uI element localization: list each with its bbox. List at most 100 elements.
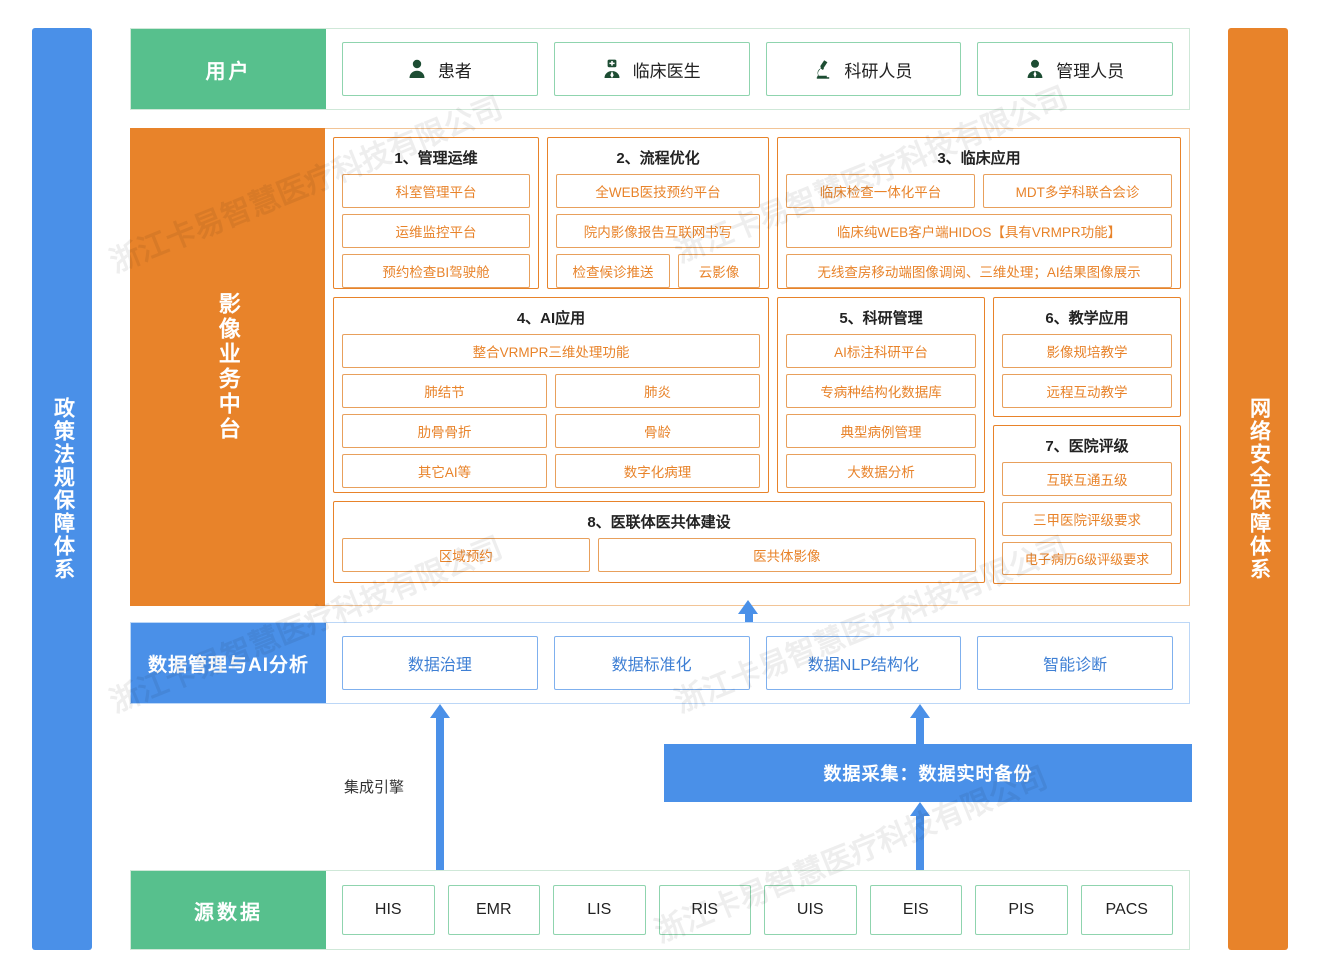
cell-row: 科室管理平台 xyxy=(342,174,530,208)
collection-arrow-shaft-lower xyxy=(916,816,924,870)
platform-cell[interactable]: 电子病历6级评级要求 xyxy=(1002,542,1172,575)
platform-cell[interactable]: 院内影像报告互联网书写 xyxy=(556,214,760,248)
main-column: 用户 患者 临床医生 xyxy=(130,28,1192,950)
platform-cell[interactable]: 专病种结构化数据库 xyxy=(786,374,976,408)
platform-cell[interactable]: 整合VRMPR三维处理功能 xyxy=(342,334,760,368)
imaging-platform-label: 影像业务中台 xyxy=(130,128,325,606)
collection-arrow-head-upper-icon xyxy=(910,704,930,718)
platform-cell[interactable]: 三甲医院评级要求 xyxy=(1002,502,1172,536)
cell-row: 全WEB医技预约平台 xyxy=(556,174,760,208)
group-hospital-rating: 7、医院评级 互联互通五级 三甲医院评级要求 电子病历6级评级要求 xyxy=(993,425,1181,584)
group-title: 8、医联体医共体建设 xyxy=(587,514,731,531)
user-band-label: 用户 xyxy=(131,29,326,109)
group-research-management: 5、科研管理 AI标注科研平台 专病种结构化数据库 典型病例管理 大数据分析 xyxy=(777,297,985,493)
user-chip-label: 管理人员 xyxy=(1056,61,1125,81)
platform-cell[interactable]: 肺结节 xyxy=(342,374,547,408)
platform-cell[interactable]: 数字化病理 xyxy=(555,454,760,488)
source-chip-uis[interactable]: UIS xyxy=(764,885,857,935)
platform-row-b: 4、AI应用 整合VRMPR三维处理功能 肺结节 肺炎 肋骨骨折 骨龄 xyxy=(333,297,1181,584)
group-ai-application: 4、AI应用 整合VRMPR三维处理功能 肺结节 肺炎 肋骨骨折 骨龄 xyxy=(333,297,769,493)
cell-row: 肋骨骨折 骨龄 xyxy=(342,414,760,448)
source-chip-lis[interactable]: LIS xyxy=(553,885,646,935)
arrow-shaft xyxy=(745,612,753,624)
group-process-optimization: 2、流程优化 全WEB医技预约平台 院内影像报告互联网书写 检查候诊推送 云影像 xyxy=(547,137,769,289)
platform-cell[interactable]: 无线查房移动端图像调阅、三维处理；AI结果图像展示 xyxy=(786,254,1172,288)
user-chip-patient[interactable]: 患者 xyxy=(342,42,538,96)
platform-cell[interactable]: 远程互动教学 xyxy=(1002,374,1172,408)
platform-cell[interactable]: 大数据分析 xyxy=(786,454,976,488)
row-c-spacer xyxy=(993,501,1181,583)
platform-cell[interactable]: 骨龄 xyxy=(555,414,760,448)
collection-arrow-shaft-upper xyxy=(916,718,924,744)
cell-row: 专病种结构化数据库 xyxy=(786,374,976,408)
platform-cell[interactable]: 肋骨骨折 xyxy=(342,414,547,448)
source-chip-eis[interactable]: EIS xyxy=(869,885,962,935)
data-chip-governance[interactable]: 数据治理 xyxy=(342,636,538,690)
cell-row: 肺结节 肺炎 xyxy=(342,374,760,408)
platform-cell[interactable]: 肺炎 xyxy=(555,374,760,408)
platform-cell[interactable]: 预约检查BI驾驶舱 xyxy=(342,254,530,288)
cell-row: 临床纯WEB客户端HIDOS【具有VRMPR功能】 xyxy=(786,214,1172,248)
platform-cell[interactable]: MDT多学科联合会诊 xyxy=(983,174,1172,208)
cell-row: 预约检查BI驾驶舱 xyxy=(342,254,530,288)
cell-row: 院内影像报告互联网书写 xyxy=(556,214,760,248)
platform-cell[interactable]: 临床纯WEB客户端HIDOS【具有VRMPR功能】 xyxy=(786,214,1172,248)
cell-row: 区域预约 医共体影像 xyxy=(342,538,976,572)
platform-cell[interactable]: 科室管理平台 xyxy=(342,174,530,208)
user-band-body: 患者 临床医生 科研人员 xyxy=(326,29,1189,109)
integration-arrow-shaft xyxy=(436,718,444,870)
cell-row: 其它AI等 数字化病理 xyxy=(342,454,760,488)
policy-framework-sidebar: 政策法规保障体系 xyxy=(32,28,92,950)
imaging-platform-body: 1、管理运维 科室管理平台 运维监控平台 预约检查BI驾驶舱 2、流程优化 xyxy=(325,128,1190,606)
source-chip-pacs[interactable]: PACS xyxy=(1080,885,1173,935)
platform-cell[interactable]: 云影像 xyxy=(678,254,760,288)
imaging-platform-label-text: 影像业务中台 xyxy=(215,292,241,442)
platform-cell[interactable]: 临床检查一体化平台 xyxy=(786,174,975,208)
user-chip-administrator[interactable]: 管理人员 xyxy=(977,42,1173,96)
group-title: 6、教学应用 xyxy=(1045,310,1129,327)
cell-row: 检查候诊推送 云影像 xyxy=(556,254,760,288)
data-management-body: 数据治理 数据标准化 数据NLP结构化 智能诊断 xyxy=(326,623,1189,703)
platform-cell[interactable]: 检查候诊推送 xyxy=(556,254,670,288)
user-band: 用户 患者 临床医生 xyxy=(130,28,1190,110)
integration-arrow-head-icon xyxy=(430,704,450,718)
microscope-icon xyxy=(814,59,832,79)
cell-row: 临床检查一体化平台 MDT多学科联合会诊 xyxy=(786,174,1172,208)
platform-cell[interactable]: 典型病例管理 xyxy=(786,414,976,448)
platform-cell[interactable]: AI标注科研平台 xyxy=(786,334,976,368)
source-chip-his[interactable]: HIS xyxy=(342,885,435,935)
platform-cell[interactable]: 医共体影像 xyxy=(597,538,976,572)
platform-cell[interactable]: 互联互通五级 xyxy=(1002,462,1172,496)
platform-cell[interactable]: 区域预约 xyxy=(342,538,590,572)
data-chip-nlp[interactable]: 数据NLP结构化 xyxy=(765,636,962,690)
cell-row: 整合VRMPR三维处理功能 xyxy=(342,334,760,368)
doctor-icon xyxy=(603,59,621,79)
person-icon xyxy=(408,59,426,79)
cell-row: 典型病例管理 xyxy=(786,414,976,448)
source-chip-emr[interactable]: EMR xyxy=(447,885,540,935)
group-management-ops: 1、管理运维 科室管理平台 运维监控平台 预约检查BI驾驶舱 xyxy=(333,137,539,289)
group-title: 7、医院评级 xyxy=(1045,438,1129,455)
platform-row-a: 1、管理运维 科室管理平台 运维监控平台 预约检查BI驾驶舱 2、流程优化 xyxy=(333,137,1181,289)
integration-engine-label: 集成引擎 xyxy=(343,779,404,796)
group-clinical-application: 3、临床应用 临床检查一体化平台 MDT多学科联合会诊 临床纯WEB客户端HID… xyxy=(777,137,1181,289)
data-chip-diagnosis[interactable]: 智能诊断 xyxy=(977,636,1173,690)
user-chip-researcher[interactable]: 科研人员 xyxy=(765,42,962,96)
platform-cell[interactable]: 影像规培教学 xyxy=(1002,334,1172,368)
data-chip-standardization[interactable]: 数据标准化 xyxy=(553,636,750,690)
group-title: 1、管理运维 xyxy=(394,150,478,167)
connector-zone: 集成引擎 数据采集：数据实时备份 xyxy=(130,704,1192,870)
arrow-platform-wrap xyxy=(738,600,758,624)
user-chip-label: 科研人员 xyxy=(844,61,913,81)
cell-row: 互联互通五级 xyxy=(1002,462,1172,496)
cell-row: 无线查房移动端图像调阅、三维处理；AI结果图像展示 xyxy=(786,254,1172,288)
source-chip-pis[interactable]: PIS xyxy=(975,885,1068,935)
imaging-platform-band: 影像业务中台 1、管理运维 科室管理平台 运维监控平台 预约检查BI驾驶 xyxy=(130,128,1190,606)
platform-cell[interactable]: 运维监控平台 xyxy=(342,214,530,248)
source-chip-ris[interactable]: RIS xyxy=(658,885,751,935)
platform-cell[interactable]: 其它AI等 xyxy=(342,454,547,488)
policy-framework-label: 政策法规保障体系 xyxy=(51,397,75,581)
platform-cell[interactable]: 全WEB医技预约平台 xyxy=(556,174,760,208)
user-chip-clinician[interactable]: 临床医生 xyxy=(553,42,750,96)
